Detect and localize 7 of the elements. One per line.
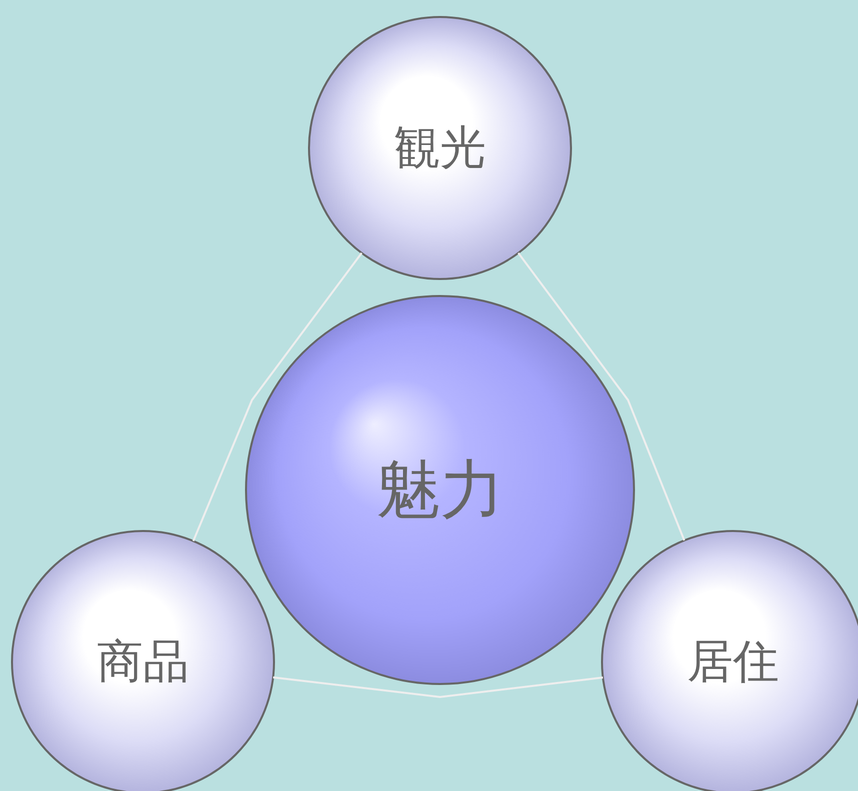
- connector-line: [272, 676, 604, 698]
- connector-line: [192, 252, 362, 542]
- connector-line: [518, 252, 686, 541]
- node-label: 居住: [687, 633, 779, 690]
- node-label: 魅力: [376, 452, 504, 530]
- node-label: 観光: [394, 119, 486, 176]
- node-label: 商品: [97, 633, 189, 690]
